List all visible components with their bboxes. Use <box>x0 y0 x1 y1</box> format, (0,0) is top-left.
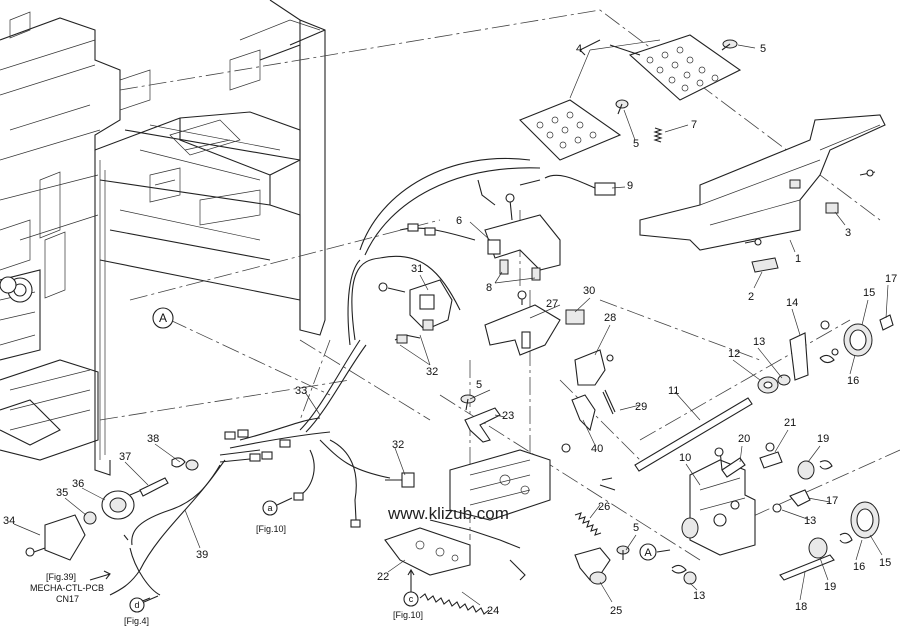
callout-22: 22 <box>377 571 389 583</box>
ref-fig39: [Fig.39] <box>46 572 76 582</box>
wire-harness-33 <box>109 158 541 596</box>
callout-9: 9 <box>627 180 633 192</box>
solenoid-36-group <box>25 457 199 561</box>
ref-fig4: [Fig.4] <box>124 616 149 626</box>
callout-4: 4 <box>576 43 582 55</box>
ref-connector: CN17 <box>56 594 79 604</box>
callout-17b: 17 <box>826 495 838 507</box>
watermark-text: www.klizub.com <box>387 504 509 523</box>
reference-texts: [Fig.10] [Fig.10] [Fig.4] [Fig.39] MECHA… <box>30 524 423 626</box>
lever-25 <box>574 545 630 585</box>
lower-frame-22 <box>384 449 551 576</box>
circle-label-A-frame: A <box>159 311 167 325</box>
leader-lines <box>13 39 889 606</box>
bracket-27-28-30 <box>484 290 614 386</box>
callout-5b: 5 <box>633 138 639 150</box>
callout-29: 29 <box>635 401 647 413</box>
callout-11: 11 <box>668 385 679 397</box>
upper-plate-assembly <box>519 34 742 161</box>
shaft-11-assembly <box>634 314 894 472</box>
ref-fig10-c: [Fig.10] <box>393 610 423 620</box>
sensor-bracket-6 <box>477 174 616 281</box>
callout-15a: 15 <box>863 287 875 299</box>
spring-24 <box>419 593 490 615</box>
callout-31: 31 <box>411 263 423 275</box>
callout-10: 10 <box>679 452 691 464</box>
callout-5a: 5 <box>760 43 766 55</box>
sensor-31-32 <box>378 279 453 488</box>
ref-fig10-a: [Fig.10] <box>256 524 286 534</box>
callout-7: 7 <box>691 119 697 131</box>
callout-13a: 13 <box>753 336 765 348</box>
callout-37: 37 <box>119 451 131 463</box>
callout-5d: 5 <box>633 522 639 534</box>
callout-labels: 1 2 3 4 5 5 5 5 5 6 7 8 9 10 11 12 13 13… <box>3 43 897 617</box>
callout-33: 33 <box>295 385 307 397</box>
sheet-2 <box>751 257 779 273</box>
bracket-10-assembly <box>671 442 880 585</box>
callout-32b: 32 <box>392 439 404 451</box>
callout-8: 8 <box>486 282 492 294</box>
circle-label-A-bracket: A <box>644 547 652 559</box>
callout-25: 25 <box>610 605 622 617</box>
callout-19a: 19 <box>817 433 829 445</box>
callout-32a: 32 <box>426 366 438 378</box>
spring-26 <box>574 512 602 536</box>
callout-26: 26 <box>598 501 610 513</box>
callout-30: 30 <box>583 285 595 297</box>
callout-15b: 15 <box>879 557 891 569</box>
callout-17a: 17 <box>885 273 897 285</box>
label-3 <box>825 202 839 214</box>
callout-19b: 19 <box>824 581 836 593</box>
callout-16a: 16 <box>847 375 859 387</box>
callout-35: 35 <box>56 487 68 499</box>
callout-13b: 13 <box>804 515 816 527</box>
cover-bracket-1 <box>639 114 886 251</box>
circle-label-a: a <box>267 503 272 513</box>
callout-28: 28 <box>604 312 616 324</box>
callout-34: 34 <box>3 515 15 527</box>
machine-frame <box>0 0 326 476</box>
circle-label-c: c <box>409 594 414 604</box>
circle-label-d: d <box>134 600 139 610</box>
callout-12: 12 <box>728 348 740 360</box>
callout-16b: 16 <box>853 561 865 573</box>
spring-7 <box>653 127 663 143</box>
callout-18: 18 <box>795 601 807 613</box>
callout-5c: 5 <box>476 379 482 391</box>
callout-3: 3 <box>845 227 851 239</box>
callout-39: 39 <box>196 549 208 561</box>
callout-38: 38 <box>147 433 159 445</box>
callout-36: 36 <box>72 478 84 490</box>
ref-pcb: MECHA-CTL-PCB <box>30 583 104 593</box>
callout-20: 20 <box>738 433 750 445</box>
callout-6: 6 <box>456 215 462 227</box>
arm-23-bracket-40 <box>460 389 616 453</box>
callout-21: 21 <box>784 417 796 429</box>
callout-40: 40 <box>591 443 603 455</box>
callout-23: 23 <box>502 410 514 422</box>
callout-13c: 13 <box>693 590 705 602</box>
callout-24: 24 <box>487 605 499 617</box>
callout-2: 2 <box>748 291 754 303</box>
circle-labels: A A a c d <box>129 307 671 613</box>
callout-1: 1 <box>795 253 801 265</box>
callout-14: 14 <box>786 297 798 309</box>
